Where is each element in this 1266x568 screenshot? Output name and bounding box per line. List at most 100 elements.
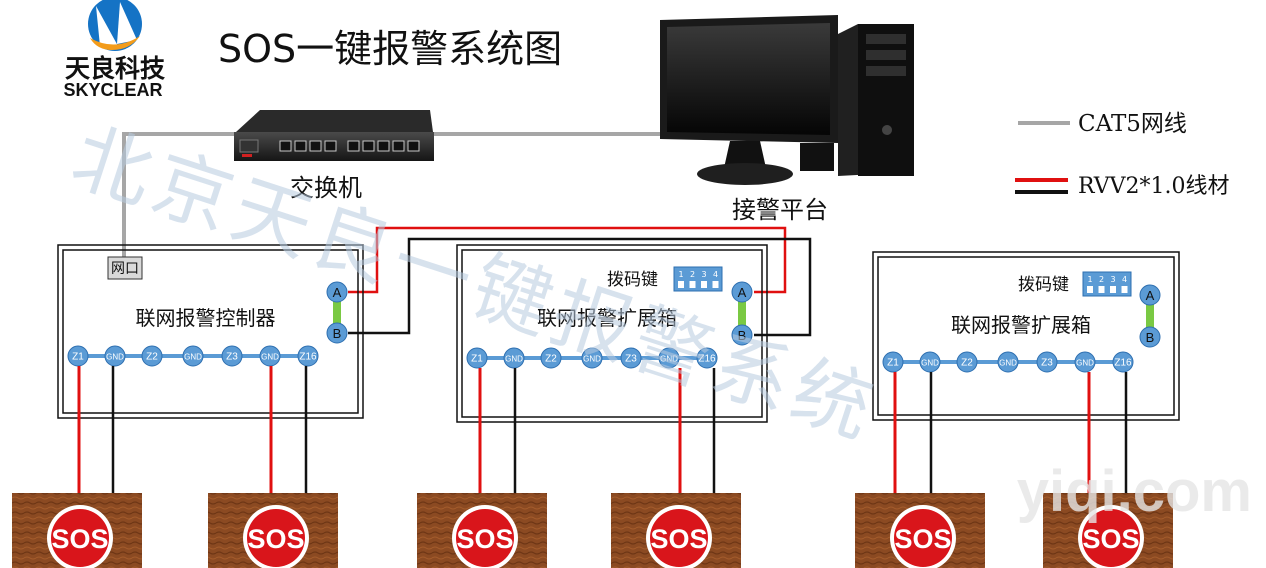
logo-chinese: 天良科技	[65, 54, 165, 83]
zone-terminal-label: GND	[261, 353, 279, 362]
terminal-b	[326, 322, 348, 344]
termination-jumper	[1146, 303, 1154, 329]
sos-emergency-button[interactable]: SOS	[611, 368, 741, 568]
bus-terminals: AB	[731, 281, 753, 346]
dip-toggle[interactable]	[689, 281, 696, 288]
zone-terminal	[1036, 351, 1058, 373]
network-port[interactable]: 网口	[107, 256, 143, 280]
zone-terminal	[696, 347, 718, 369]
dip-number: 4	[713, 270, 718, 279]
dip-number: 4	[1122, 275, 1127, 284]
pc-tower	[838, 24, 914, 176]
page-title: SOS一键报警系统图	[218, 27, 562, 71]
terminal-b-label: B	[333, 326, 342, 341]
zone-terminal-label: Z1	[72, 352, 84, 363]
termination-jumper	[333, 300, 341, 325]
zone-terminal-label: GND	[505, 355, 523, 364]
zone-terminal-label: Z16	[1114, 358, 1132, 369]
terminal-a	[731, 281, 753, 303]
dip-toggle[interactable]	[1110, 286, 1116, 293]
sos-emergency-button[interactable]: SOS	[417, 368, 547, 568]
sos-emergency-button[interactable]: SOS	[855, 372, 985, 568]
dip-switch-label: 拨码键	[607, 270, 658, 290]
zone-terminal-label: Z2	[545, 354, 557, 365]
sos-button-face	[894, 509, 952, 567]
device-title: 联网报警控制器	[136, 306, 276, 330]
bus-b-wire	[348, 237, 812, 337]
zone-terminal-label: Z3	[625, 354, 637, 365]
sos-emergency-button[interactable]: SOS	[1043, 372, 1173, 568]
dip-toggle[interactable]	[1121, 286, 1128, 293]
sos-button-face	[456, 509, 514, 567]
logo: 天良科技 SKYCLEAR	[63, 0, 165, 100]
sos-button-face	[51, 509, 109, 567]
zone-terminal-label: GND	[1076, 359, 1094, 368]
zone-terminal	[1112, 351, 1134, 373]
bus-terminals: AB	[326, 281, 348, 344]
zone-terminal	[620, 347, 642, 369]
terminal-a-label: A	[738, 285, 747, 300]
zone-terminal-label: Z2	[146, 352, 158, 363]
dip-toggle[interactable]	[1087, 286, 1093, 293]
legend-rvv-label: RVV2*1.0线材	[1078, 174, 1230, 199]
sos-button-label: SOS	[1082, 524, 1139, 554]
switch-label: 交换机	[290, 174, 362, 202]
dip-number: 3	[1110, 275, 1115, 284]
zone-terminal-label: GND	[106, 353, 124, 362]
zone-terminal-label: Z16	[299, 352, 317, 363]
zone-terminal-label: GND	[583, 355, 601, 364]
sos-button-face	[247, 509, 305, 567]
sail-logo-icon	[88, 0, 142, 51]
zone-terminal	[658, 347, 680, 369]
dip-number: 2	[690, 270, 695, 279]
legend-cat5-label: CAT5网线	[1078, 111, 1187, 137]
platform-label: 接警平台	[732, 196, 828, 224]
network-port-label: 网口	[111, 261, 139, 277]
terminal-b-label: B	[738, 328, 747, 343]
sos-emergency-button[interactable]: SOS	[12, 366, 142, 568]
terminal-b	[731, 324, 753, 346]
sos-button-face	[650, 509, 708, 567]
termination-jumper	[738, 300, 746, 327]
dip-toggle[interactable]	[701, 281, 707, 288]
zone-terminal-label: Z1	[887, 358, 899, 369]
terminal-b	[1139, 326, 1161, 348]
sos-emergency-button[interactable]: SOS	[208, 366, 338, 568]
device-title: 联网报警扩展箱	[951, 313, 1091, 337]
zone-terminal	[182, 345, 204, 367]
sos-button-label: SOS	[247, 524, 304, 554]
legend: CAT5网线 RVV2*1.0线材	[1015, 111, 1230, 199]
zone-terminal-label: Z3	[1041, 358, 1053, 369]
cat5-cables	[122, 132, 690, 258]
bus-a-wire	[348, 226, 787, 294]
dip-toggle[interactable]	[712, 281, 719, 288]
dip-number: 2	[1099, 275, 1104, 284]
zone-terminal-label: GND	[660, 355, 678, 364]
dip-toggle[interactable]	[678, 281, 684, 288]
zone-terminal	[104, 345, 126, 367]
terminal-a-label: A	[333, 285, 342, 300]
sos-button-face	[1082, 509, 1140, 567]
zone-terminal-label: Z1	[471, 354, 483, 365]
zone-terminal-label: GND	[999, 359, 1017, 368]
terminal-a-label: A	[1146, 288, 1155, 303]
terminal-a	[326, 281, 348, 303]
logo-english: SKYCLEAR	[63, 80, 162, 100]
zone-terminal	[882, 351, 904, 373]
zone-terminal	[141, 345, 163, 367]
device-title: 联网报警扩展箱	[537, 306, 677, 330]
sos-buttons: SOS SOS SOS SOS SOS SOS	[12, 366, 1173, 568]
cat5-cable-switch-to-controller	[122, 132, 240, 258]
zone-terminal	[221, 345, 243, 367]
zone-terminal-label: GND	[184, 353, 202, 362]
dip-toggle[interactable]	[1098, 286, 1105, 293]
zone-terminal-label: Z3	[226, 352, 238, 363]
